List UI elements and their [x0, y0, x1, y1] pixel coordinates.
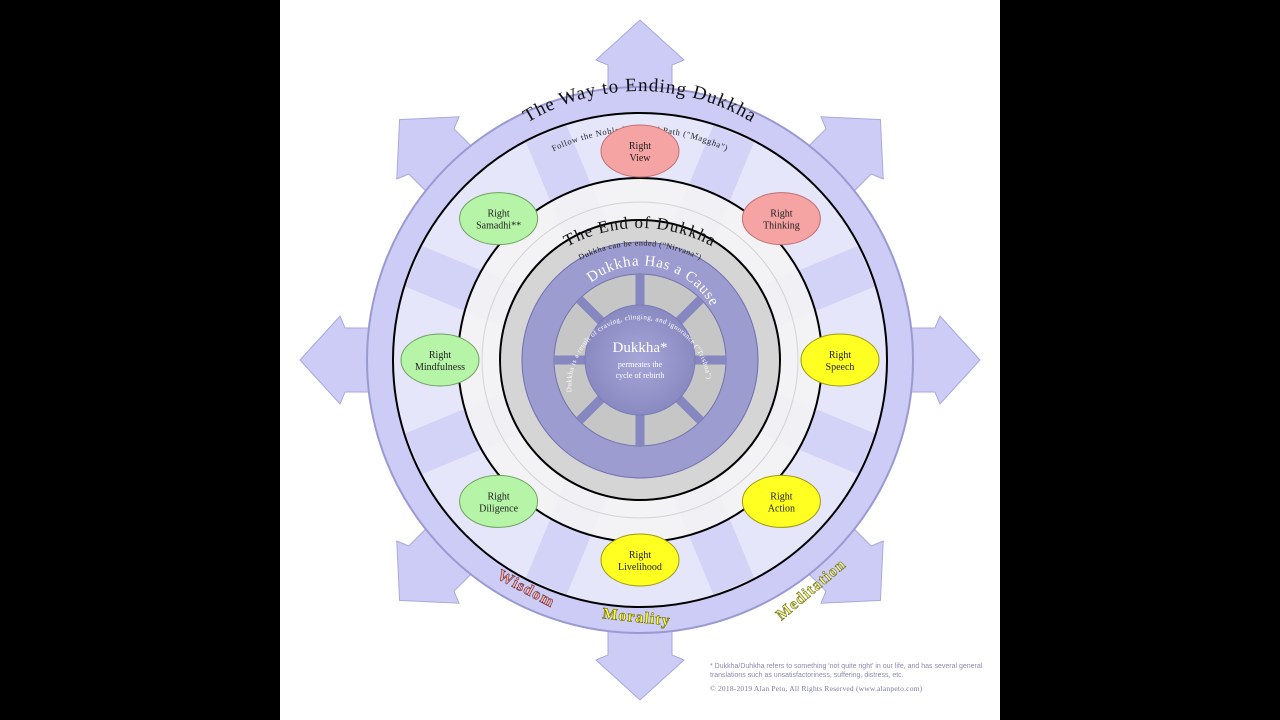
path-node-bubble: [600, 124, 680, 178]
path-node-name: Livelihood: [618, 562, 662, 573]
center-title: Dukkha*: [613, 340, 668, 356]
center-line-1: permeates the: [618, 360, 663, 369]
path-node-label: Right: [770, 491, 792, 502]
path-node-bubble: [400, 333, 480, 387]
path-node-label: Right: [829, 350, 851, 361]
path-node-label: Right: [629, 550, 651, 561]
path-node-bubble: [600, 533, 680, 587]
center-line-2: cycle of rebirth: [616, 371, 665, 380]
copyright: © 2018-2019 Alan Peto, All Rights Reserv…: [710, 684, 923, 693]
path-node-name: Mindfulness: [415, 362, 465, 373]
diagram-canvas: The Way to Ending Dukkha Follow the Nobl…: [280, 0, 1000, 720]
path-node-label: Right: [487, 491, 509, 502]
path-node-name: Action: [768, 503, 795, 514]
path-node-bubble: [800, 333, 880, 387]
path-node-name: View: [629, 153, 651, 164]
path-node-name: Speech: [826, 362, 855, 373]
path-node-bubble: [459, 192, 539, 246]
path-node-label: Right: [629, 141, 651, 152]
footnote: * Dukkha/Duhkha refers to something 'not…: [710, 663, 983, 679]
path-node-name: Thinking: [763, 221, 800, 232]
path-node-bubble: [741, 192, 821, 246]
path-node-label: Right: [487, 209, 509, 220]
dharma-wheel-diagram: The Way to Ending Dukkha Follow the Nobl…: [299, 19, 981, 701]
path-node-name: Samadhi**: [476, 221, 521, 232]
path-node-label: Right: [429, 350, 451, 361]
path-node-bubble: [459, 474, 539, 528]
path-node-label: Right: [770, 209, 792, 220]
eightfold-path-nodes: RightViewRightThinkingRightSpeechRightAc…: [400, 124, 880, 587]
path-node-name: Diligence: [479, 503, 518, 514]
hub-center: [584, 304, 696, 416]
path-node-bubble: [741, 474, 821, 528]
